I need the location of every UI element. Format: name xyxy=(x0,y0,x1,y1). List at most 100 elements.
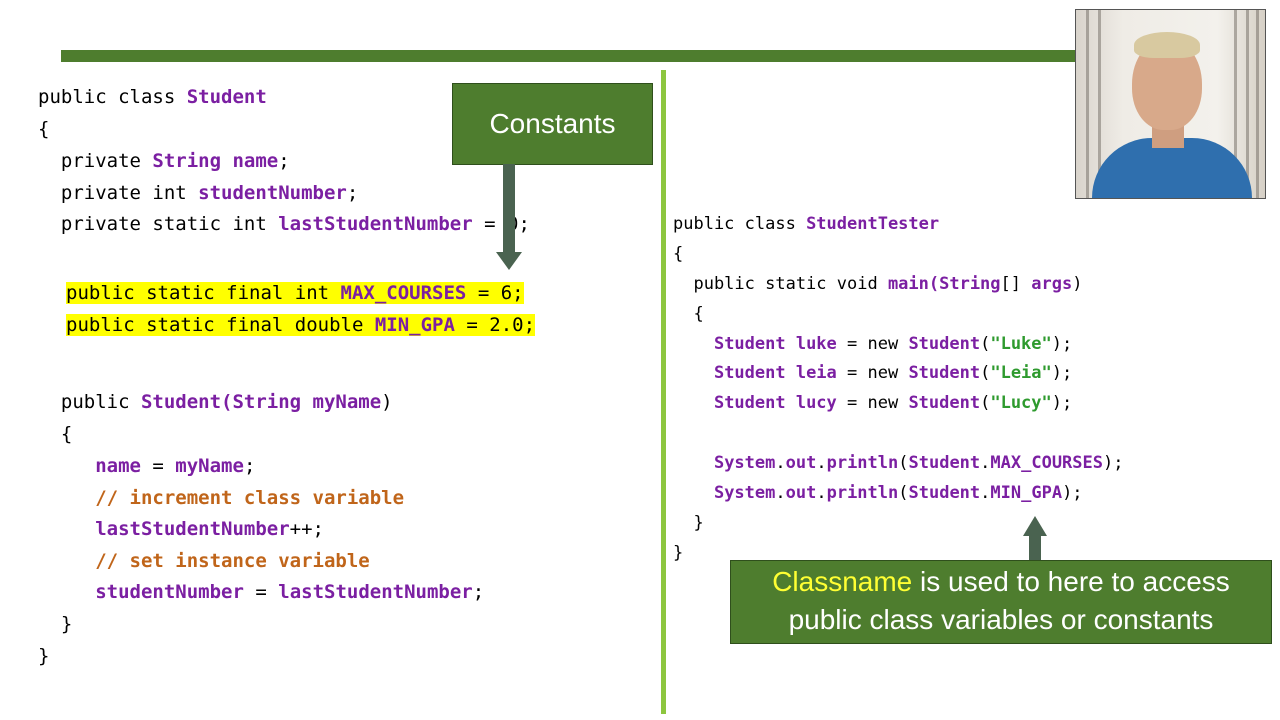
code-token: ++; xyxy=(289,518,324,540)
code-token: out xyxy=(785,483,817,503)
code-token: ; xyxy=(243,455,256,477)
code-token: } xyxy=(673,513,704,533)
code-token: String name xyxy=(152,150,279,172)
code-token: . xyxy=(775,453,786,473)
code-token: . xyxy=(816,453,827,473)
code-token: lastStudentNumber xyxy=(95,518,290,540)
code-token: = new xyxy=(836,363,909,383)
code-line: public static void main(String[] args) xyxy=(673,274,1082,294)
code-token: ); xyxy=(1051,363,1073,383)
code-token: public static void xyxy=(673,274,888,294)
code-token xyxy=(673,334,714,354)
code-line: // increment class variable xyxy=(38,487,404,509)
code-token: ( xyxy=(980,393,991,413)
code-token xyxy=(673,453,714,473)
classname-callout: Classname is used to here to access publ… xyxy=(731,561,1271,643)
code-token: ) xyxy=(1072,274,1083,294)
code-token: public class xyxy=(38,86,187,108)
code-token: MIN_GPA xyxy=(374,314,455,336)
code-token xyxy=(673,393,714,413)
code-token: Student leia xyxy=(713,363,837,383)
code-token: Student xyxy=(908,393,981,413)
code-token xyxy=(673,483,714,503)
constants-callout-text: Constants xyxy=(489,108,616,139)
code-token: MAX_COURSES xyxy=(340,282,467,304)
code-token: main(String xyxy=(887,274,1001,294)
code-line: } xyxy=(673,543,683,563)
code-token: Student luke xyxy=(713,334,837,354)
column-divider xyxy=(661,70,666,714)
code-token: // set instance variable xyxy=(95,550,370,572)
code-token: ); xyxy=(1051,393,1073,413)
code-token: Student xyxy=(908,363,981,383)
code-token: ); xyxy=(1062,483,1083,503)
code-line: // set instance variable xyxy=(38,550,370,572)
code-line: } xyxy=(38,645,49,667)
code-token: "Luke" xyxy=(990,334,1052,354)
classname-arrow-shaft xyxy=(1029,535,1041,562)
code-token: ); xyxy=(1051,334,1073,354)
code-token: "Lucy" xyxy=(990,393,1052,413)
code-token: = 6; xyxy=(466,282,524,304)
code-line: name = myName; xyxy=(38,455,255,477)
code-token: public xyxy=(38,391,141,413)
code-token: . xyxy=(980,453,991,473)
presenter-webcam xyxy=(1075,9,1266,199)
code-token: { xyxy=(673,304,704,324)
code-token: ; xyxy=(472,581,485,603)
code-line: { xyxy=(38,423,72,445)
code-line: System.out.println(Student.MAX_COURSES); xyxy=(673,453,1124,473)
code-token: lastStudentNumber xyxy=(278,581,473,603)
classname-highlight: Classname xyxy=(772,566,913,597)
code-token: System xyxy=(713,483,776,503)
code-token: studentNumber xyxy=(95,581,244,603)
code-line: Student luke = new Student("Luke"); xyxy=(673,334,1072,354)
constants-arrow-head xyxy=(496,252,522,270)
code-token: public class xyxy=(673,214,807,234)
code-token: [] xyxy=(1000,274,1032,294)
code-token: Student xyxy=(186,86,267,108)
code-token: private int xyxy=(38,182,199,204)
code-token: = 2.0; xyxy=(454,314,536,336)
code-token: Student xyxy=(908,483,981,503)
code-token: public static final int xyxy=(66,282,341,304)
code-token: ( xyxy=(980,363,991,383)
code-token: private static int xyxy=(38,213,279,235)
code-token: } xyxy=(38,645,50,667)
code-token: = xyxy=(243,581,279,603)
code-token: println xyxy=(826,453,899,473)
code-token xyxy=(673,363,714,383)
code-token: { xyxy=(38,118,50,140)
code-token: . xyxy=(775,483,786,503)
classname-arrow-head xyxy=(1023,516,1047,536)
code-token: ); xyxy=(1103,453,1124,473)
code-token: = xyxy=(140,455,176,477)
code-line: public static final int MAX_COURSES = 6; xyxy=(66,282,524,304)
code-token: ( xyxy=(980,334,991,354)
code-token xyxy=(38,518,95,540)
classname-callout-line-1: is used to here to access xyxy=(912,566,1230,597)
classname-callout-line-2: public class variables or constants xyxy=(788,604,1214,635)
code-token: { xyxy=(673,244,684,264)
code-token: { xyxy=(38,423,73,445)
code-token xyxy=(38,455,95,477)
code-token: MIN_GPA xyxy=(990,483,1063,503)
code-line: lastStudentNumber++; xyxy=(38,518,324,540)
code-token: println xyxy=(826,483,899,503)
code-token: // increment class variable xyxy=(95,487,405,509)
code-token: ; xyxy=(346,182,359,204)
code-token: . xyxy=(980,483,991,503)
code-token xyxy=(38,581,95,603)
code-line: System.out.println(Student.MIN_GPA); xyxy=(673,483,1083,503)
code-token: private xyxy=(38,150,153,172)
code-token: } xyxy=(38,613,73,635)
code-token: studentNumber xyxy=(198,182,347,204)
code-token: "Leia" xyxy=(990,363,1052,383)
code-token: name xyxy=(95,455,141,477)
constants-callout: Constants xyxy=(453,84,652,164)
code-token: Student lucy xyxy=(713,393,837,413)
code-line: private static int lastStudentNumber = 0… xyxy=(38,213,530,235)
code-token: Student xyxy=(908,334,981,354)
constants-arrow-shaft xyxy=(503,164,515,254)
code-token: out xyxy=(785,453,817,473)
